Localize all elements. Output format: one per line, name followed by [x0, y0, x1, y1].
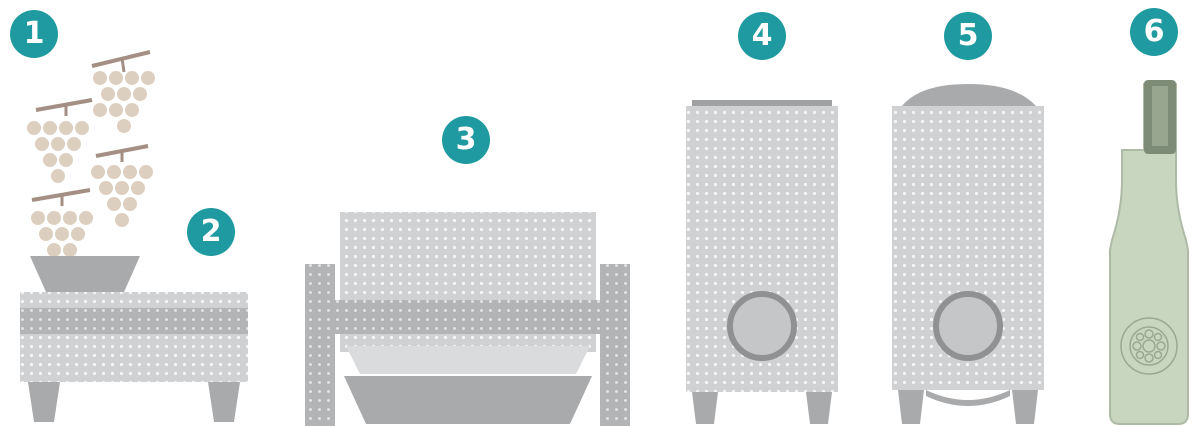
step-badge: 5 [944, 12, 992, 60]
fermentation-tank [686, 100, 838, 424]
step-badge: 1 [10, 10, 58, 58]
grape-cluster [31, 188, 93, 257]
bottle-label-seal [1120, 317, 1178, 375]
grape-cluster [91, 144, 153, 227]
grape-cluster [27, 98, 93, 183]
wine-press [305, 212, 630, 426]
aging-tank [892, 84, 1044, 424]
crusher-destemmer [20, 256, 248, 422]
wine-bottle [1109, 80, 1189, 425]
step-badge: 6 [1130, 8, 1178, 56]
step-badge: 4 [738, 12, 786, 60]
grape-clusters [27, 50, 155, 257]
grape-cluster [91, 50, 155, 133]
step-badge: 2 [187, 208, 235, 256]
step-badge: 3 [442, 116, 490, 164]
